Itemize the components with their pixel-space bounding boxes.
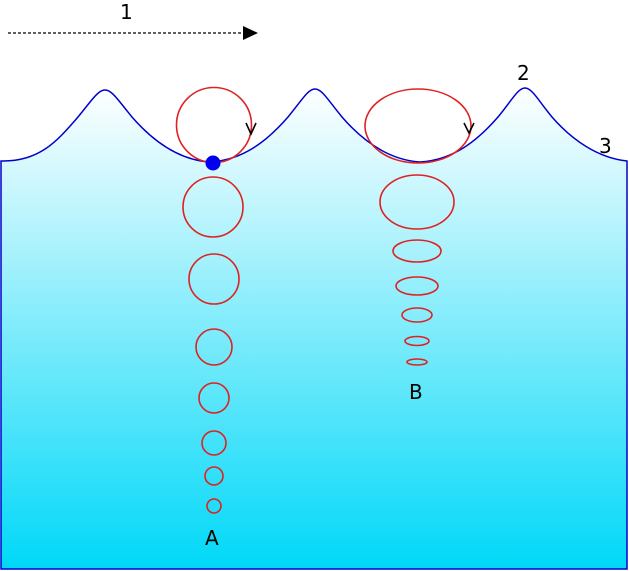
- label-surface: 3: [599, 134, 612, 158]
- label-crest: 2: [517, 61, 530, 85]
- orbit-b-1: [379, 174, 455, 230]
- orbit-b-5: [404, 335, 430, 347]
- orbit-b-3: [395, 276, 439, 296]
- arrow-head-icon: [243, 26, 258, 40]
- orbit-a-5: [201, 430, 227, 456]
- orbit-b-2: [392, 239, 442, 263]
- orbit-b-6: [406, 358, 428, 366]
- orbit-b-surface: [364, 88, 472, 164]
- orbit-a-surface: [175, 86, 253, 164]
- orbit-column-a: [175, 86, 253, 514]
- orbit-a-3: [195, 328, 233, 366]
- label-shallow-column: B: [409, 380, 423, 404]
- chevron-down-icon: [463, 122, 475, 135]
- orbit-a-7: [206, 498, 222, 514]
- chevron-down-icon: [245, 122, 257, 136]
- water-body: [0, 87, 628, 570]
- water-particle: [205, 155, 221, 171]
- orbit-a-2: [188, 253, 240, 305]
- orbit-column-b: [364, 88, 472, 366]
- orbit-a-4: [198, 382, 230, 414]
- orbit-a-6: [204, 466, 224, 486]
- orbit-a-1: [182, 176, 244, 238]
- orbit-b-4: [401, 307, 433, 323]
- label-direction: 1: [120, 0, 133, 24]
- label-deep-column: A: [205, 526, 219, 550]
